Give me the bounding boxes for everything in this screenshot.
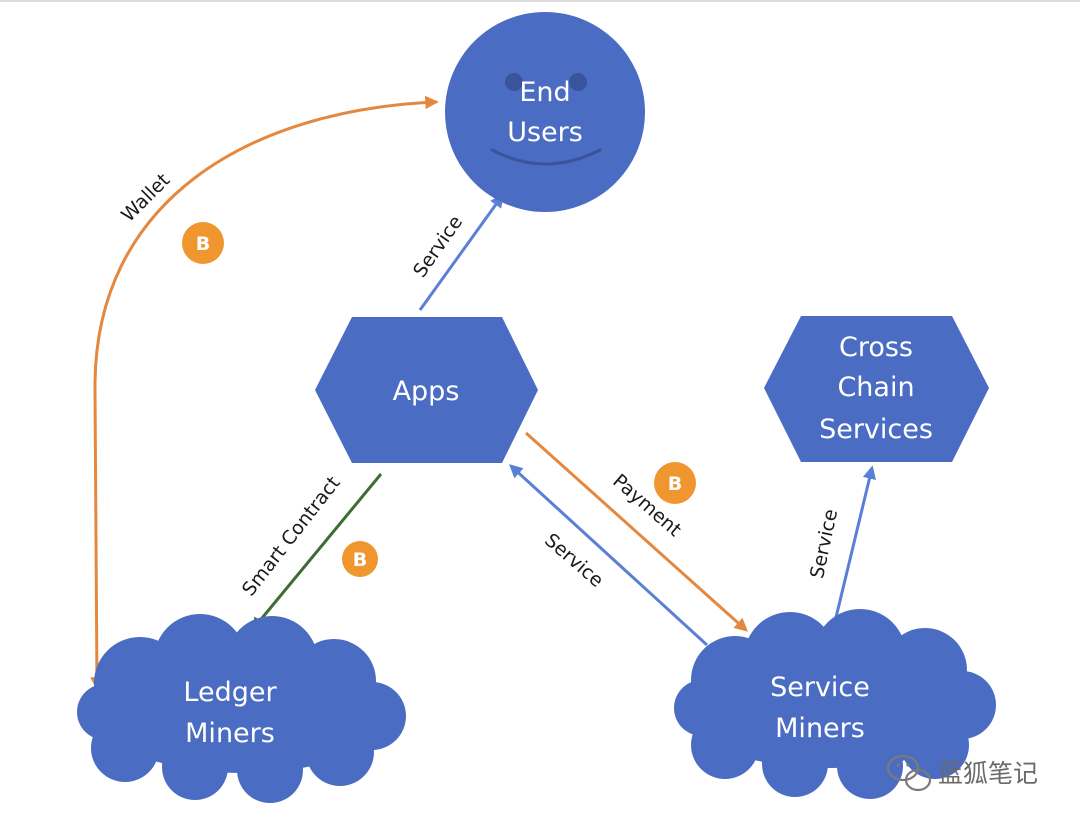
- miners-to-cross-arrow: [830, 465, 877, 635]
- svg-text:B: B: [353, 549, 367, 571]
- node-ledger-miners: Ledger Miners: [77, 614, 406, 803]
- apps-label: Apps: [393, 376, 460, 407]
- cross-chain-label-line1: Cross: [839, 332, 913, 363]
- watermark-text: 蓝狐笔记: [938, 759, 1038, 788]
- ledger-miners-cloud: [77, 614, 406, 803]
- ledger-miners-label-line1: Ledger: [183, 677, 277, 708]
- end-users-label-line1: End: [519, 77, 570, 108]
- wechat-icon: [886, 754, 932, 792]
- svg-text:B: B: [668, 473, 682, 495]
- service-miners-cloud: [674, 609, 996, 799]
- node-apps: Apps: [315, 317, 538, 463]
- apps-hexagon: [315, 317, 538, 463]
- svg-text:B: B: [196, 233, 210, 255]
- service-miners-label-line1: Service: [770, 672, 870, 703]
- wallet-arrow: [90, 95, 439, 691]
- watermark: 蓝狐笔记: [886, 754, 1038, 792]
- edge-apps-to-users: Service: [409, 193, 504, 311]
- node-service-miners: Service Miners: [674, 609, 996, 799]
- bitcoin-coin-icon: B: [342, 541, 378, 577]
- cross-chain-hexagon: [764, 316, 989, 462]
- end-users-label-line2: Users: [507, 117, 583, 148]
- node-end-users: End Users: [445, 12, 645, 212]
- apps-to-users-label: Service: [409, 211, 467, 281]
- cross-chain-label-line3: Services: [819, 414, 933, 445]
- wallet-label: Wallet: [117, 169, 174, 226]
- ledger-miners-label-line2: Miners: [185, 718, 275, 749]
- cross-chain-label-line2: Chain: [837, 372, 914, 403]
- apps-to-users-arrow: [418, 193, 504, 311]
- bitcoin-coin-icon: B: [654, 462, 696, 504]
- node-cross-chain: Cross Chain Services: [764, 316, 989, 462]
- end-users-circle: [445, 12, 645, 212]
- edge-payment: Payment B: [524, 431, 749, 632]
- miners-to-apps-label: Service: [540, 529, 607, 592]
- bitcoin-coin-icon: B: [182, 222, 224, 264]
- service-miners-label-line2: Miners: [775, 713, 865, 744]
- smiley-face-icon: [490, 73, 602, 166]
- miners-to-apps-arrow: [509, 464, 709, 647]
- miners-to-cross-label: Service: [806, 507, 842, 580]
- edge-smart-contract: Smart Contract B: [238, 472, 383, 632]
- smart-contract-arrow: [251, 473, 383, 632]
- payment-arrow: [524, 431, 749, 632]
